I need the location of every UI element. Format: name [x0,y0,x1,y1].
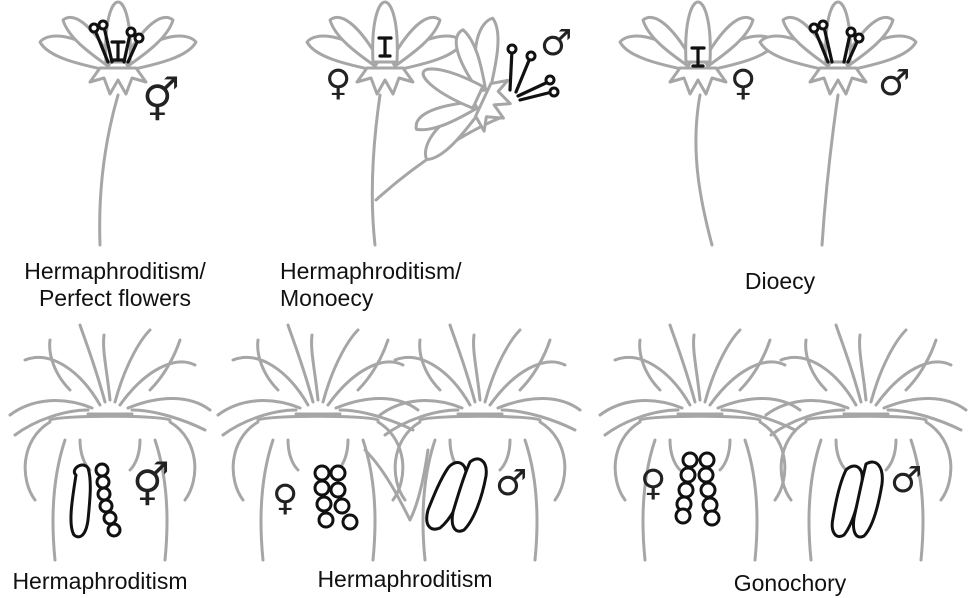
caption-line-1: Hermaphroditism/ [280,258,510,285]
caption-monoecy: Hermaphroditism/ Monoecy [280,258,510,312]
hermaphrodite-symbol: ⚥ [142,76,180,125]
caption-line-2: Perfect flowers [0,285,230,312]
testis [427,459,487,531]
female-symbol: ♀ [272,478,298,519]
caption-perfect-flowers: Hermaphroditism/ Perfect flowers [0,258,230,312]
plant-dioecy: ♀ ♂ [620,2,916,245]
animal-hermaphrodite: ⚥ [10,325,210,560]
testis [71,465,90,537]
hermaphrodite-symbol: ⚥ [132,461,170,510]
caption-hermaphroditism-1: Hermaphroditism [0,568,200,595]
female-symbol: ♀ [730,63,756,104]
male-symbol: ♂ [495,463,527,504]
caption-line-1: Hermaphroditism/ [0,258,230,285]
male-symbol: ♂ [540,23,572,64]
female-symbol: ♀ [325,63,351,104]
ovary [676,453,719,525]
ovary [96,464,120,536]
caption-dioecy: Dioecy [680,268,880,295]
male-symbol: ♂ [890,460,922,501]
caption-line-2: Monoecy [280,285,510,312]
animal-hermaphrodite-colony: ♀ ♂ [218,325,580,560]
male-symbol: ♂ [878,63,910,104]
ovary [315,466,357,529]
plant-monoecy: ♀ ♂ [307,1,572,245]
caption-gonochory: Gonochory [690,570,890,597]
female-symbol: ♀ [640,463,666,504]
plant-perfect-flower: ⚥ [40,2,196,245]
testis [832,462,882,537]
caption-hermaphroditism-2: Hermaphroditism [290,566,520,593]
animal-gonochory: ♀ ♂ [600,325,966,560]
